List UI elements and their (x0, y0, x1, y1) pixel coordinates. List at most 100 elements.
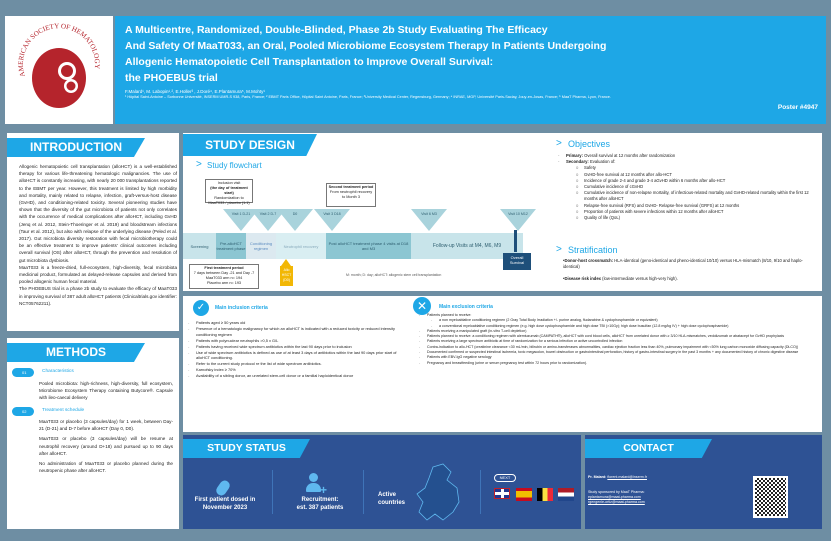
inclusion-item: Patients with polynuclear neutrophils >0… (188, 338, 408, 344)
email-link[interactable]: eplantamura@maat-pharma.com (588, 495, 641, 499)
badge-number: 02 (22, 409, 27, 414)
stat-line: Recruitment: (301, 497, 339, 503)
ash-logo-icon: AMERICAN SOCIETY OF HEMATOLOGY (17, 22, 101, 108)
item-text: Patients planned to receive: (427, 313, 472, 317)
contact-panel: CONTACT Pr. Malard: florent.malard@inser… (585, 435, 822, 529)
criteria-panel: ✓ Main inclusion criteria Patients aged … (183, 296, 822, 432)
box-line: First treatment period (204, 266, 244, 270)
intro-paragraph: The PHOEBUS trial is a phase 2b study to… (19, 286, 177, 306)
email-link[interactable]: rgengenle-ortiz@maat-pharma.com (588, 500, 645, 504)
title-line: A Multicentre, Randomized, Double-Blinde… (125, 24, 548, 36)
secondary-objective: Safety (576, 165, 818, 171)
exclusion-item: Patients receiving a large spectrum anti… (419, 339, 817, 345)
pi-email-link[interactable]: florent.malard@inserm.fr (607, 475, 647, 479)
box-line: From neutrophil recovery to Month 3 (329, 190, 373, 199)
exclusion-subitem: a non myeloablative conditioning regimen… (431, 318, 817, 324)
secondary-objective: Cumulative incidence of cGvHD (576, 184, 818, 190)
exclusion-subitem: a conventional myeloablative conditionin… (431, 324, 817, 330)
study-design-heading: STUDY DESIGN (183, 134, 317, 156)
belgium-flag-icon (537, 488, 553, 501)
chevron-right-icon: > (196, 159, 202, 170)
inclusion-item: Presence of a hematologic malignancy for… (188, 326, 408, 338)
secondary-objective: Incidence of grade 2-4 and grade 3-4 aGv… (576, 178, 818, 184)
study-status-heading: STUDY STATUS (183, 439, 310, 458)
poster-title: A Multicentre, Randomized, Double-Blinde… (125, 22, 816, 86)
method-text: Pooled microbiota: high-richness, high-d… (39, 381, 173, 401)
title-line: And Safety Of MaaT033, an Oral, Pooled M… (125, 40, 607, 52)
intro-paragraph: Allogenic hematopoietic cell transplanta… (19, 164, 177, 263)
inclusion-item: Availability of a sibling donor, an unre… (188, 373, 408, 379)
spain-flag-icon (516, 488, 532, 501)
box-line: Second treatment period (328, 185, 374, 189)
introduction-panel: INTRODUCTION Allogenic hematopoietic cel… (7, 133, 179, 331)
poster-number: Poster #4947 (777, 104, 818, 111)
box-line: MaaT033 arm n= 194 (205, 276, 243, 280)
methods-panel: METHODS 01 Characteristics Pooled microb… (7, 338, 179, 529)
qr-code-icon[interactable] (753, 476, 788, 518)
exclusion-list: Patients planned to receive: a non myelo… (419, 313, 817, 366)
badge-number: 01 (22, 370, 27, 375)
first-patient-stat: First patient dosed in November 2023 (190, 496, 260, 512)
sponsor-contact: Study sponsored by MaaT Pharma: eplantam… (588, 490, 645, 505)
phase-pre-allohct: Pre-alloHCT treatment phase (216, 233, 246, 259)
divider (272, 470, 273, 514)
method-text: MaaT033 or placebo (3 capsules/day) for … (39, 418, 173, 474)
europe-map-icon (416, 463, 460, 521)
label: Secondary: (566, 159, 589, 165)
phase-post-allohct: Post alloHCT treatment phase 4 visits at… (326, 233, 411, 259)
box-line: (the day of treatment start) (210, 186, 248, 195)
affiliations: ¹ Hôpital Saint-Antoine – Sorbonne Unive… (125, 95, 611, 99)
secondary-objective: Cumulative incidence of non-relapse mort… (576, 190, 818, 202)
study-design-panel: STUDY DESIGN > Study flowchart Inclusion… (183, 133, 822, 291)
second-period-box: Second treatment period From neutrophil … (326, 183, 376, 207)
secondary-objective: GvHD-free survival at 12 months after al… (576, 172, 818, 178)
first-period-box: First treatment period 7 days between Da… (189, 264, 259, 289)
exclusion-item: Patients with EBV-IgG negative serology (419, 355, 817, 361)
active-countries-label: Active countries (378, 491, 405, 507)
secondary-objective: Proportion of patients with severe infec… (576, 209, 818, 215)
title-line: the PHOEBUS trial (125, 72, 218, 84)
inclusion-item: Patients having received wide spectrum a… (188, 344, 408, 350)
allo-hsct-arrow (281, 259, 291, 266)
method-heading: Characteristics (42, 369, 74, 374)
inclusion-item: Patients aged ≥ 50 years old (188, 320, 408, 326)
introduction-text: Allogenic hematopoietic cell transplanta… (19, 163, 177, 307)
exclusion-title: Main exclusion criteria (439, 304, 493, 310)
method-paragraph: No administration of MaaT033 or placebo … (39, 461, 173, 474)
value: Evaluation of: (589, 159, 616, 165)
phase-screening: Screening (183, 233, 216, 259)
phase-neutrophil-recovery: Neutrophil recovery (276, 233, 326, 259)
method-paragraph: MaaT033 or placebo (3 capsules/day) will… (39, 436, 173, 456)
divider (363, 470, 364, 514)
method-badge-02: 02 (12, 407, 34, 416)
stat-line: Active (378, 492, 397, 498)
label: Primary: (566, 153, 583, 158)
checkmark-icon: ✓ (193, 300, 209, 316)
exclusion-item: Contra-indication to allo-HCT (creatinin… (419, 345, 817, 351)
objectives-list: Primary: Overall survival at 12 months a… (558, 153, 818, 221)
overall-survival-box: Overall Survival (503, 253, 531, 270)
inclusion-list: Patients aged ≥ 50 years old Presence of… (188, 320, 408, 379)
secondary-objective: Quality of life (QoL) (576, 215, 818, 221)
overall-survival-arrow (514, 230, 517, 252)
flowchart-footnote: M: month; D: day; alloHCT: allogenic ste… (346, 273, 442, 277)
secondary-objective: Relapse-free survival (RFS) and GvHD- Re… (576, 203, 818, 209)
uk-flag-icon (494, 488, 510, 499)
box-line: 7 days between Day -21 and Day -7 (193, 271, 255, 275)
exclusion-item: Documented confirmed or suspected intest… (419, 350, 817, 356)
intro-paragraph: MaaT033 is a freeze-dried, full-ecosyste… (19, 264, 177, 285)
visit-marker: Visit 6 M3 (411, 209, 447, 231)
value: HLA-identical (geno-identical and pheno-… (563, 258, 803, 269)
introduction-heading: INTRODUCTION (7, 138, 145, 157)
box-line: Inclusion visit (217, 181, 241, 185)
stratification-item: •Disease risk index (low-intermediate ve… (563, 276, 813, 282)
inclusion-title: Main inclusion criteria (215, 305, 268, 311)
netherlands-flag-icon (558, 488, 574, 501)
title-line: Allogenic Hematopoietic Cell Transplanta… (125, 56, 494, 68)
method-badge-01: 01 (12, 368, 34, 377)
exclusion-item: Patients receiving a manipulated graft (… (419, 329, 817, 335)
box-line: Randomization to MaaT033 / placebo (1:1) (208, 196, 250, 205)
recruitment-stat: Recruitment: est. 387 patients (280, 496, 360, 512)
exclusion-item: Patients planned to receive: a non myelo… (419, 313, 817, 329)
add-user-icon: + (306, 473, 328, 496)
